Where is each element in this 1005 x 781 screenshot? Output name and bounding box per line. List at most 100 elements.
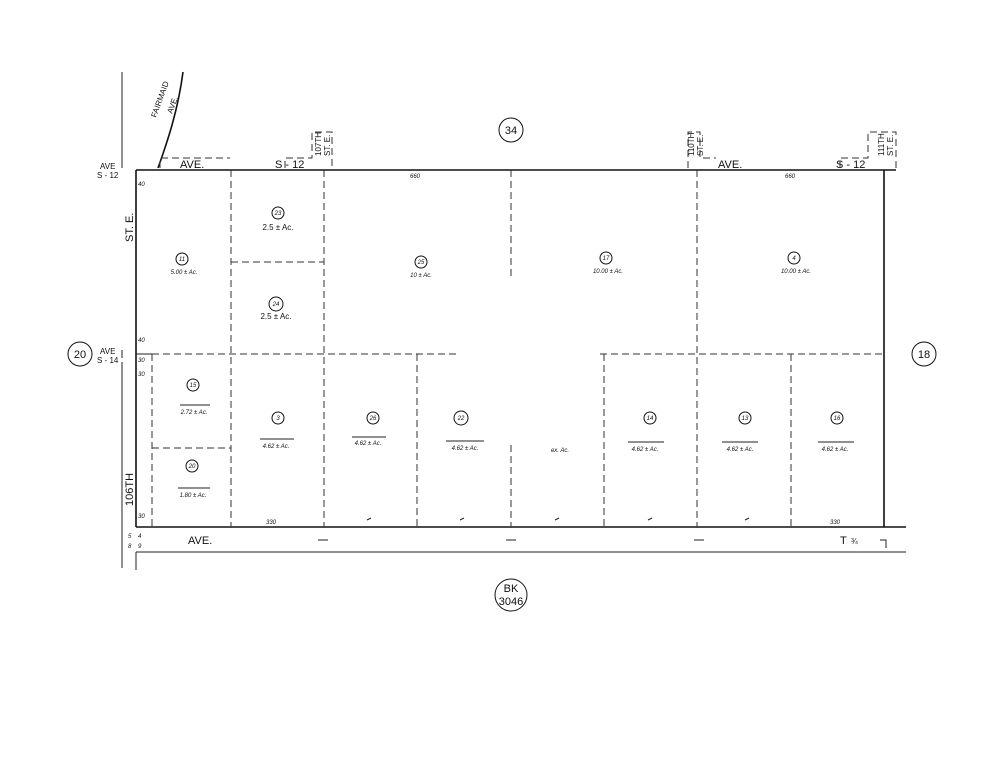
parcel-labels: 11 5.00 ± Ac. 23 2.5 ± Ac. 24 2.5 ± Ac. … — [171, 206, 854, 499]
parcel-area: 4.62 ± Ac. — [822, 447, 849, 453]
st-106-vertical-label: 106TH — [124, 473, 136, 506]
parcel-15[interactable]: 15 2.72 ± Ac. — [180, 378, 210, 416]
corner-num-3: 8 — [128, 544, 132, 550]
parcel-area: 1.80 ± Ac. — [180, 493, 207, 499]
adjacent-page-left: 20 — [74, 349, 86, 361]
street-labels: FAIRMAID AVE. AVE. S - 12 AVE. S - 12 10… — [97, 80, 895, 550]
dim-left-1: 40 — [138, 182, 145, 188]
parcel-number-circle — [414, 255, 428, 269]
parcel-number-circle — [787, 251, 801, 265]
street-lines — [121, 71, 906, 570]
left-ave-s12-label-1: AVE — [100, 162, 115, 171]
top-ave-label: AVE. — [180, 159, 204, 171]
bottom-ave-label: AVE. — [188, 535, 212, 547]
bottom-t-label: T — [840, 535, 847, 547]
parcel-3[interactable]: 3 4.62 ± Ac. — [260, 411, 294, 450]
st-e-vertical-label: ST. E. — [124, 213, 136, 242]
parcel-number-circle — [271, 411, 285, 425]
dim-bottom-2: 330 — [830, 520, 841, 526]
parcel-number: 17 — [603, 256, 610, 262]
parcel-area: 10 ± Ac. — [410, 273, 432, 279]
parcel-number-circle — [366, 411, 380, 425]
parcel-number-circle — [185, 459, 199, 473]
parcel-number-circle — [175, 252, 189, 266]
parcel-area: 4.62 ± Ac. — [727, 447, 754, 453]
parcel-number: 20 — [188, 464, 196, 470]
parcel-exempt[interactable]: ex. Ac. — [551, 448, 569, 454]
parcel-area: 4.62 ± Ac. — [632, 447, 659, 453]
parcel-area: 4.62 ± Ac. — [263, 444, 290, 450]
left-ave-s12-label-2: S - 12 — [97, 171, 119, 180]
parcel-area: 4.62 ± Ac. — [355, 441, 382, 447]
parcel-number-circle — [738, 411, 752, 425]
dim-left-2: 40 — [138, 338, 145, 344]
parcel-24[interactable]: 24 2.5 ± Ac. — [260, 296, 292, 321]
st-110-label-2: ST. E. — [696, 135, 705, 156]
parcel-area: 2.5 ± Ac. — [260, 312, 291, 321]
parcel-11[interactable]: 11 5.00 ± Ac. — [171, 252, 198, 276]
parcel-number: 3 — [276, 416, 280, 422]
dim-left-3: 30 — [138, 358, 145, 364]
parcel-number-circle — [268, 296, 284, 312]
parcel-area: 2.72 ± Ac. — [180, 410, 208, 416]
dim-left-4: 30 — [138, 372, 145, 378]
parcel-4[interactable]: 4 10.00 ± Ac. — [781, 251, 811, 275]
top-s12-right-label: S - 12 — [836, 159, 865, 171]
parcel-number: 13 — [742, 416, 749, 422]
parcel-number: 16 — [834, 416, 841, 422]
parcel-number: 11 — [179, 257, 185, 263]
parcel-area: 10.00 ± Ac. — [781, 269, 811, 275]
parcel-number: 15 — [190, 383, 197, 389]
parcel-number-circle — [186, 378, 200, 392]
dimension-labels: 660 660 330 330 40 40 30 30 30 — [138, 174, 841, 526]
parcel-number: 26 — [369, 416, 377, 422]
parcel-area: 4.62 ± Ac. — [452, 446, 479, 452]
parcel-area: ex. Ac. — [551, 448, 569, 454]
parcel-area: 2.5 ± Ac. — [262, 223, 293, 232]
adjacent-page-20-circle — [67, 341, 93, 367]
st-110-label-1: 110TH — [687, 132, 696, 156]
st-111-label-1: 111TH — [877, 133, 886, 156]
adjacent-page-34-circle — [498, 117, 524, 143]
adjacent-page-top: 34 — [505, 125, 517, 137]
parcel-13[interactable]: 13 4.62 ± Ac. — [722, 411, 758, 453]
adjacent-page-right: 18 — [918, 349, 930, 361]
lot-ticks — [366, 517, 750, 521]
st-107-label-2: ST. E. — [323, 135, 332, 156]
parcel-number: 4 — [792, 256, 796, 262]
parcel-number-circle — [453, 410, 469, 426]
parcel-area: 5.00 ± Ac. — [171, 270, 198, 276]
parcel-number-circle — [830, 411, 844, 425]
parcel-25[interactable]: 25 10 ± Ac. — [410, 255, 432, 279]
dim-top-2: 660 — [785, 174, 796, 180]
parcel-26[interactable]: 26 4.62 ± Ac. — [352, 411, 386, 447]
book-label: BK — [504, 583, 519, 595]
parcel-16[interactable]: 16 4.62 ± Ac. — [818, 411, 854, 453]
left-ave-s14-label-1: AVE — [100, 347, 115, 356]
corner-num-2: 4 — [138, 534, 142, 540]
parcel-number: 22 — [457, 416, 465, 422]
st-107-label-1: 107TH — [314, 132, 323, 156]
parcel-number: 25 — [417, 260, 425, 266]
st-111-label-2: ST. E. — [886, 135, 895, 156]
book-number: 3046 — [499, 596, 523, 608]
parcel-area: 10.00 ± Ac. — [593, 269, 623, 275]
parcel-number: 24 — [272, 302, 280, 308]
corner-num-4: 9 — [138, 544, 142, 550]
parcel-20[interactable]: 20 1.80 ± Ac. — [178, 459, 210, 499]
parcel-17[interactable]: 17 10.00 ± Ac. — [593, 251, 623, 275]
parcel-lines — [151, 170, 884, 527]
parcel-14[interactable]: 14 4.62 ± Ac. — [628, 411, 664, 453]
top-street-jogs — [159, 131, 897, 168]
parcel-number-circle — [599, 251, 613, 265]
top-s12-label: S - 12 — [275, 159, 304, 171]
parcel-22[interactable]: 22 4.62 ± Ac. — [446, 410, 484, 452]
dim-bottom-1: 330 — [266, 520, 277, 526]
corner-num-1: 5 — [128, 534, 132, 540]
top-ave-right-label: AVE. — [718, 159, 742, 171]
parcel-number-circle — [643, 411, 657, 425]
block-boundary — [135, 170, 885, 527]
left-ave-s14-label-2: S - 14 — [97, 356, 119, 365]
parcel-23[interactable]: 23 2.5 ± Ac. — [262, 206, 294, 232]
